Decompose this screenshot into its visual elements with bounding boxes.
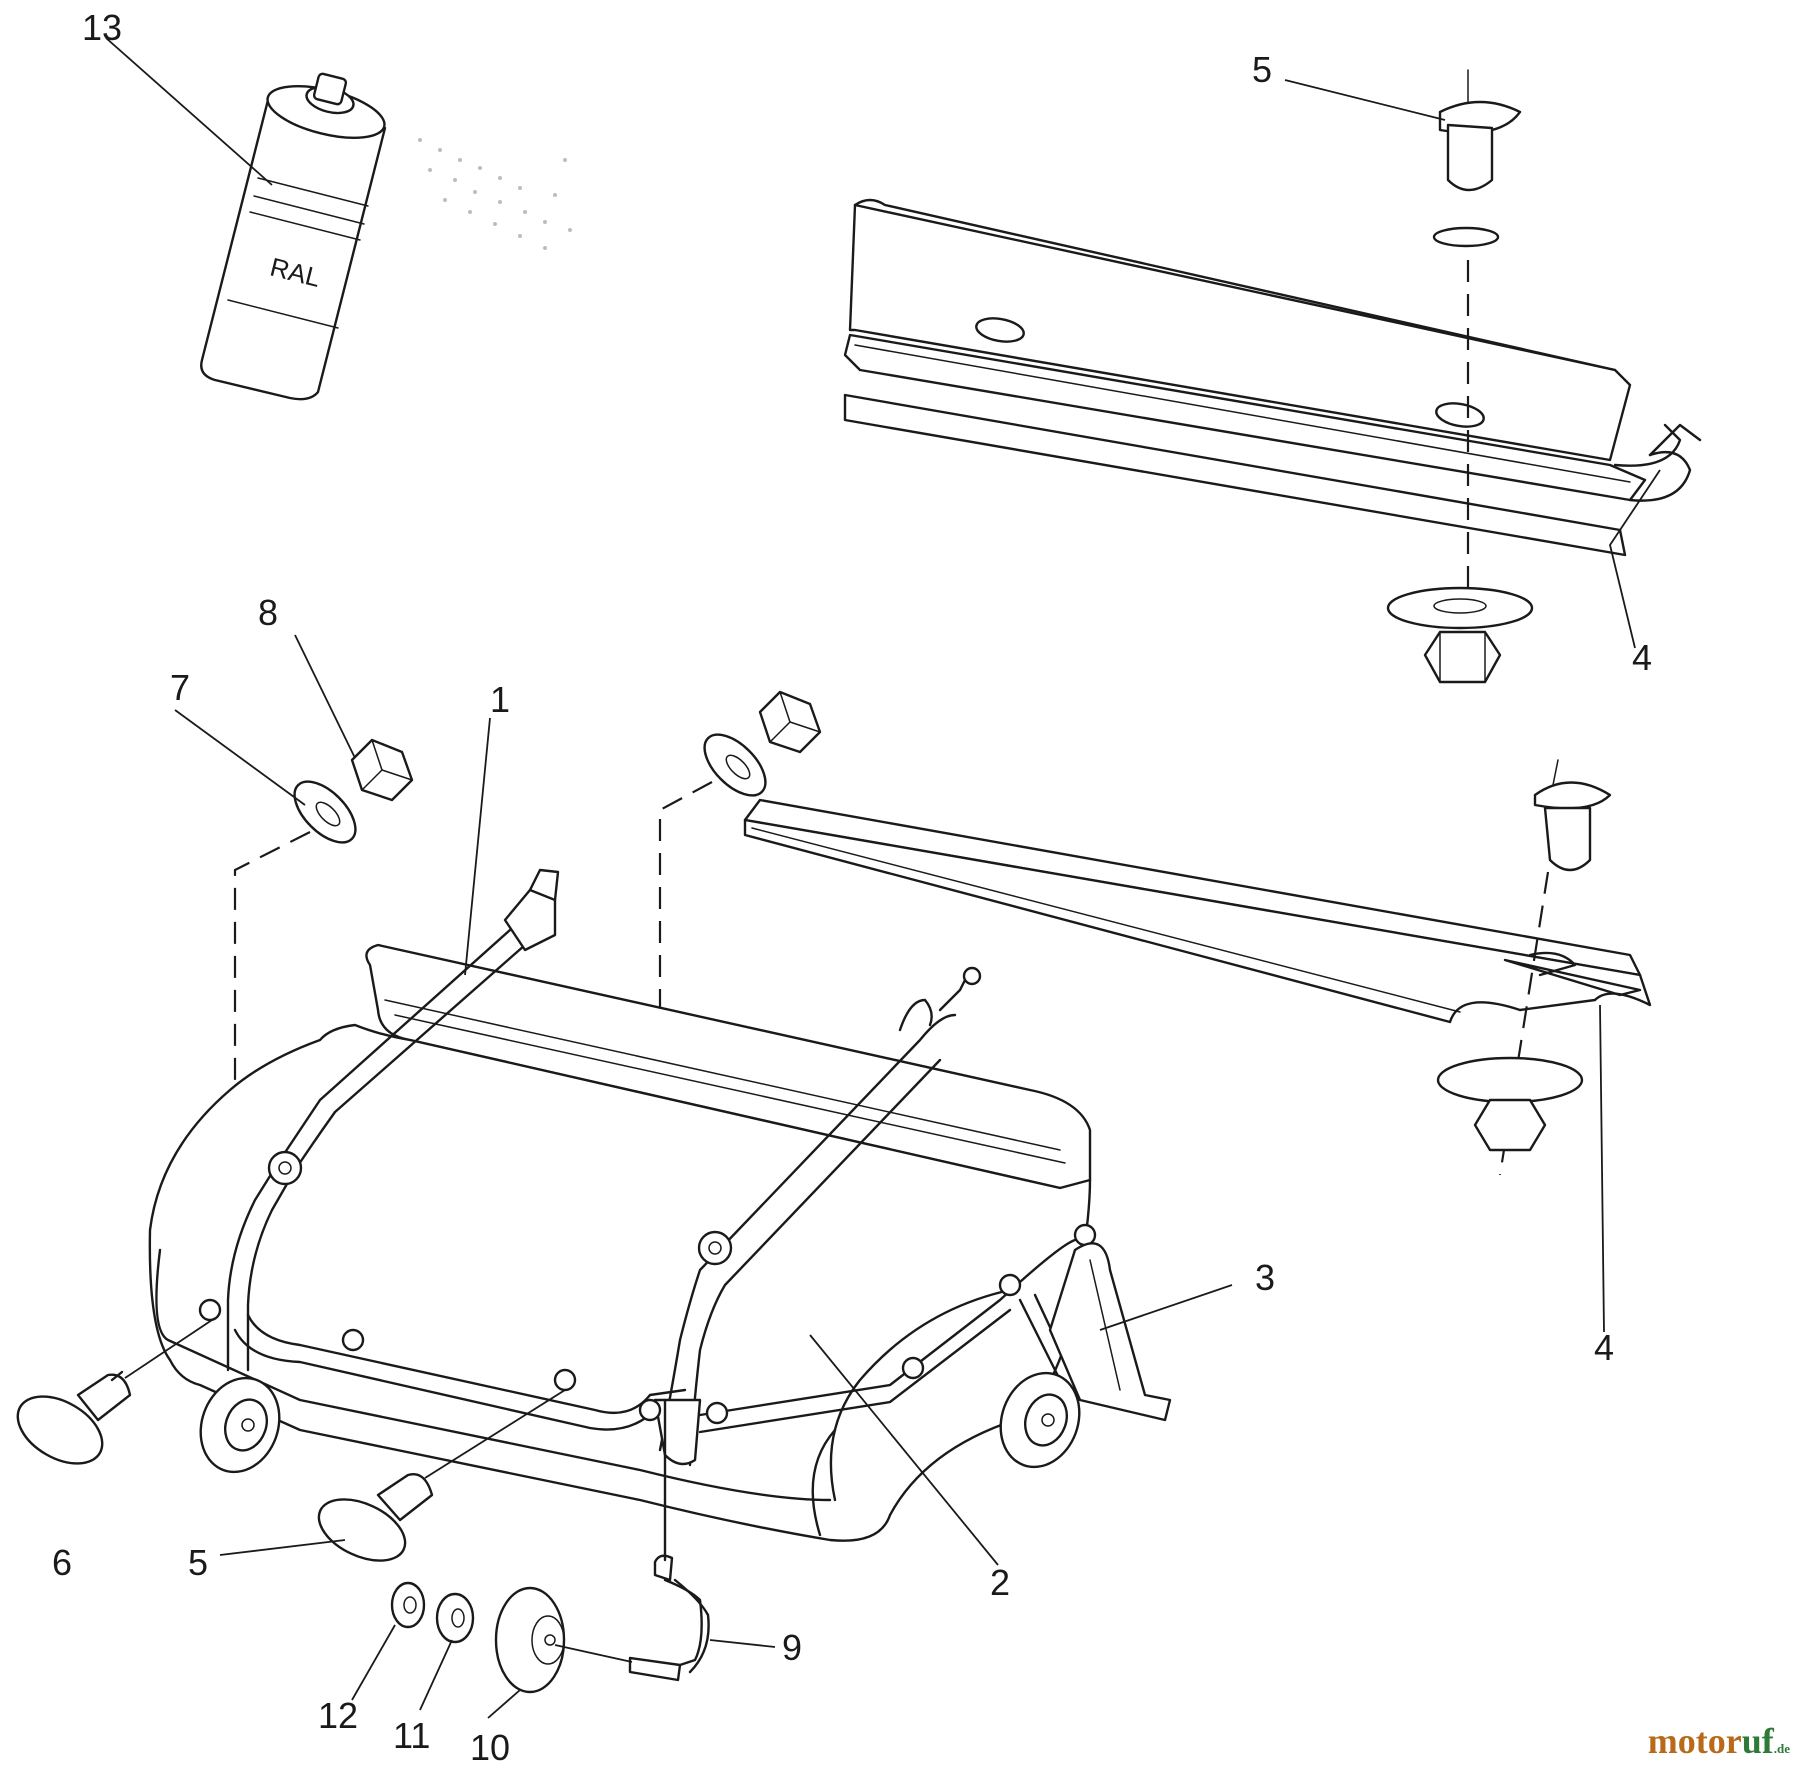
- callout-1: 1: [490, 679, 510, 720]
- wheel-part-10: [494, 1586, 633, 1694]
- washer-middle: [703, 733, 767, 797]
- leader-lines: [105, 37, 1661, 1719]
- nut-part-8: [350, 738, 414, 802]
- washer-part-7: [293, 780, 357, 844]
- callout-2: 2: [990, 1562, 1010, 1603]
- watermark-part3: .de: [1773, 1741, 1790, 1756]
- callout-7: 7: [170, 667, 190, 708]
- callout-8: 8: [258, 592, 278, 633]
- callout-13: 13: [82, 7, 122, 48]
- callout-9: 9: [782, 1627, 802, 1668]
- watermark-part2: uf: [1741, 1721, 1774, 1761]
- spray-can-part-13: RAL: [200, 72, 572, 401]
- wheel-left: [199, 1376, 281, 1474]
- washer-part-11: [435, 1592, 475, 1644]
- frame-part-1: [226, 868, 1102, 1467]
- side-plate-part-3: [1048, 1242, 1172, 1422]
- callout-5-upper: 5: [1252, 49, 1272, 90]
- lower-hardware-stack: [1436, 759, 1612, 1176]
- callouts: 1 2 3 4 4 5 5 6 7 8 9 10 11 12 13: [52, 7, 1652, 1766]
- callout-3: 3: [1255, 1257, 1275, 1298]
- callout-4-lower: 4: [1594, 1327, 1614, 1368]
- bolt-part-5-lower: [317, 1389, 566, 1562]
- brush-strip-upper-part-4: [843, 198, 1702, 557]
- callout-6: 6: [52, 1542, 72, 1583]
- wheel-right: [999, 1371, 1081, 1469]
- upper-hardware-stack: [1386, 69, 1534, 684]
- watermark-logo: motoruf.de: [1648, 1720, 1790, 1762]
- callout-4-upper: 4: [1632, 637, 1652, 678]
- callout-12: 12: [318, 1695, 358, 1736]
- spray-mist: [418, 138, 572, 250]
- bolt-part-6: [16, 1317, 216, 1465]
- rivet-holes: [198, 1223, 1097, 1425]
- watermark-part1: motor: [1647, 1721, 1742, 1761]
- callout-10: 10: [470, 1727, 510, 1766]
- callout-5-lower: 5: [188, 1542, 208, 1583]
- callout-11: 11: [393, 1715, 430, 1756]
- axle-part-9: [628, 1398, 710, 1682]
- nut-middle: [758, 690, 822, 754]
- brush-strip-lower-part-4: [743, 798, 1652, 1024]
- hopper-part-2: [148, 943, 1092, 1542]
- washer-part-12: [390, 1581, 426, 1629]
